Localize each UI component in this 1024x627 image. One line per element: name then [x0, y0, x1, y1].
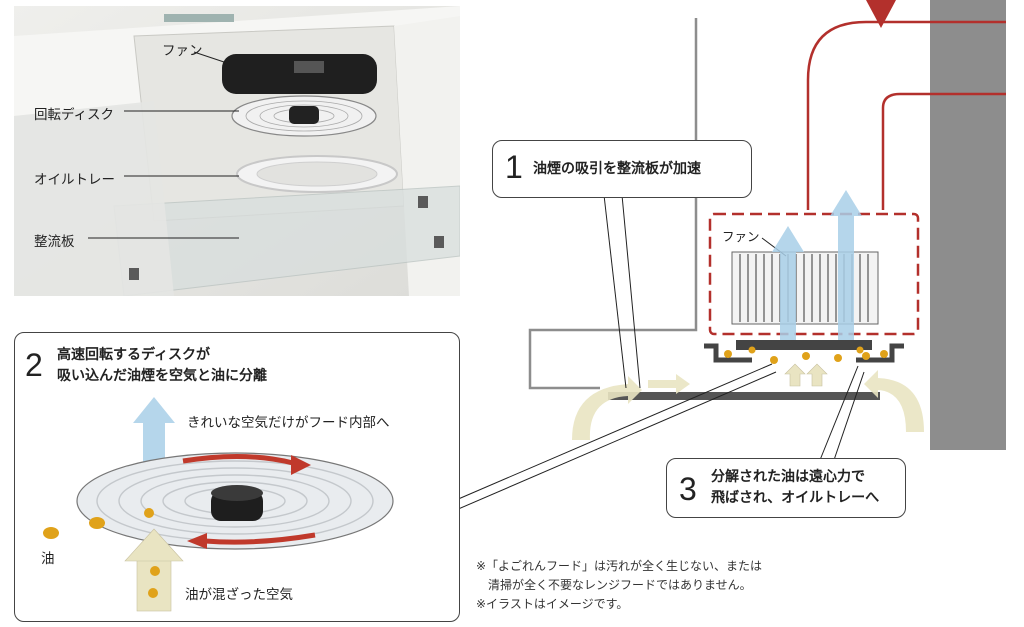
- hood-photo-illustration: [14, 6, 460, 296]
- fan-grille: [731, 251, 879, 325]
- callout-step-2: 2 高速回転するディスクが 吸い込んだ油煙を空気と油に分離 きれいな空気だけ: [14, 332, 460, 622]
- note-line-2: 清掃が全く不要なレンジフードではありません。: [488, 578, 752, 592]
- label-oil-tray: オイルトレー: [34, 172, 115, 188]
- hood-housing: [708, 212, 920, 336]
- step-1-number: 1: [505, 149, 523, 185]
- step-2-number: 2: [25, 347, 43, 383]
- rotating-disc: [736, 340, 872, 350]
- callout-step-3: 3 分解された油は遠心力で 飛ばされ、オイルトレーへ: [666, 458, 906, 518]
- step-2-line-1: 高速回転するディスクが: [57, 347, 211, 363]
- mixed-air-label: 油が混ざった空気: [185, 587, 293, 603]
- duct-inner: [881, 92, 1006, 210]
- wall: [930, 0, 1006, 450]
- step-2-line-2: 吸い込んだ油煙を空気と油に分離: [57, 368, 267, 384]
- step-1-text: 油煙の吸引を整流板が加速: [533, 161, 701, 177]
- clean-air-label: きれいな空気だけがフード内部へ: [187, 415, 390, 431]
- step-3-line-2: 飛ばされ、オイルトレーへ: [711, 490, 880, 506]
- step-3-line-1: 分解された油は遠心力で: [711, 469, 865, 485]
- duct-outer: [806, 20, 1006, 210]
- step-3-number: 3: [679, 471, 697, 507]
- callout-step-1: 1 油煙の吸引を整流板が加速: [492, 140, 752, 198]
- hood-interior-photo: ファン 回転ディスク オイルトレー 整流板: [14, 6, 460, 296]
- label-rotating-disc: 回転ディスク: [34, 107, 115, 123]
- oil-label: 油: [41, 551, 55, 567]
- hood-fan-label: ファン: [722, 229, 760, 244]
- label-fan: ファン: [162, 43, 203, 59]
- disc-separation-illustration: [43, 397, 394, 612]
- baffle-plate: [608, 392, 880, 400]
- note-line-3: ※イラストはイメージです。: [476, 597, 629, 611]
- cabinet-outline: [528, 18, 698, 390]
- label-baffle: 整流板: [34, 234, 75, 250]
- exhaust-arrow: [866, 0, 896, 28]
- note-line-1: ※「よごれんフード」は汚れが全く生じない、または: [476, 559, 763, 573]
